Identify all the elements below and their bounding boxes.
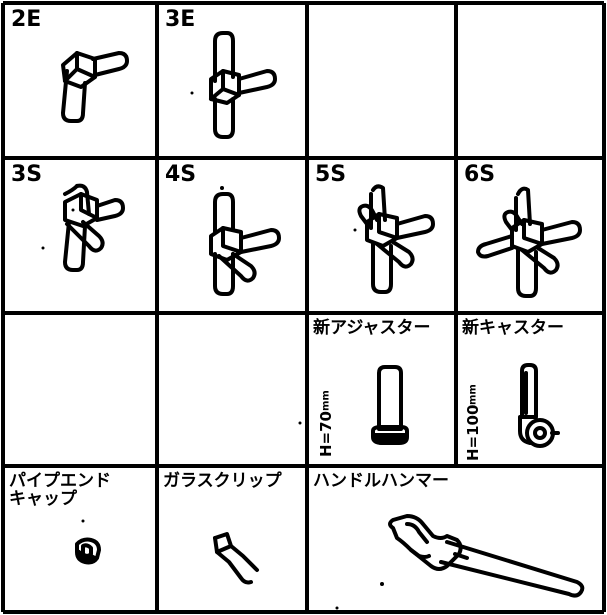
joint-4s-icon [157, 158, 307, 313]
joint-5s-icon [307, 158, 456, 313]
cell-pipe-end-cap: パイプエンド キャップ [3, 466, 157, 612]
end-cap-icon [3, 466, 157, 612]
cell-empty-3 [3, 313, 157, 466]
cell-empty-4 [157, 313, 307, 466]
cell-empty-1 [307, 3, 456, 158]
cell-empty-2 [456, 3, 604, 158]
cell-glass-clip: ガラスクリップ [157, 466, 307, 612]
joint-3s-icon [3, 158, 157, 313]
cell-handle-hammer: ハンドルハンマー [307, 466, 604, 612]
cell-5s: 5S [307, 158, 456, 313]
adjuster-icon [307, 313, 456, 466]
elbow-joint-2e-icon [3, 3, 157, 158]
tee-joint-3e-icon [157, 3, 307, 158]
caster-icon [456, 313, 604, 466]
cell-3e: 3E [157, 3, 307, 158]
glass-clip-icon [157, 466, 307, 612]
cell-4s: 4S [157, 158, 307, 313]
cell-2e: 2E [3, 3, 157, 158]
joint-6s-icon [456, 158, 604, 313]
cell-3s: 3S [3, 158, 157, 313]
cell-6s: 6S [456, 158, 604, 313]
hammer-icon [307, 466, 604, 612]
speck-mark [157, 313, 307, 466]
